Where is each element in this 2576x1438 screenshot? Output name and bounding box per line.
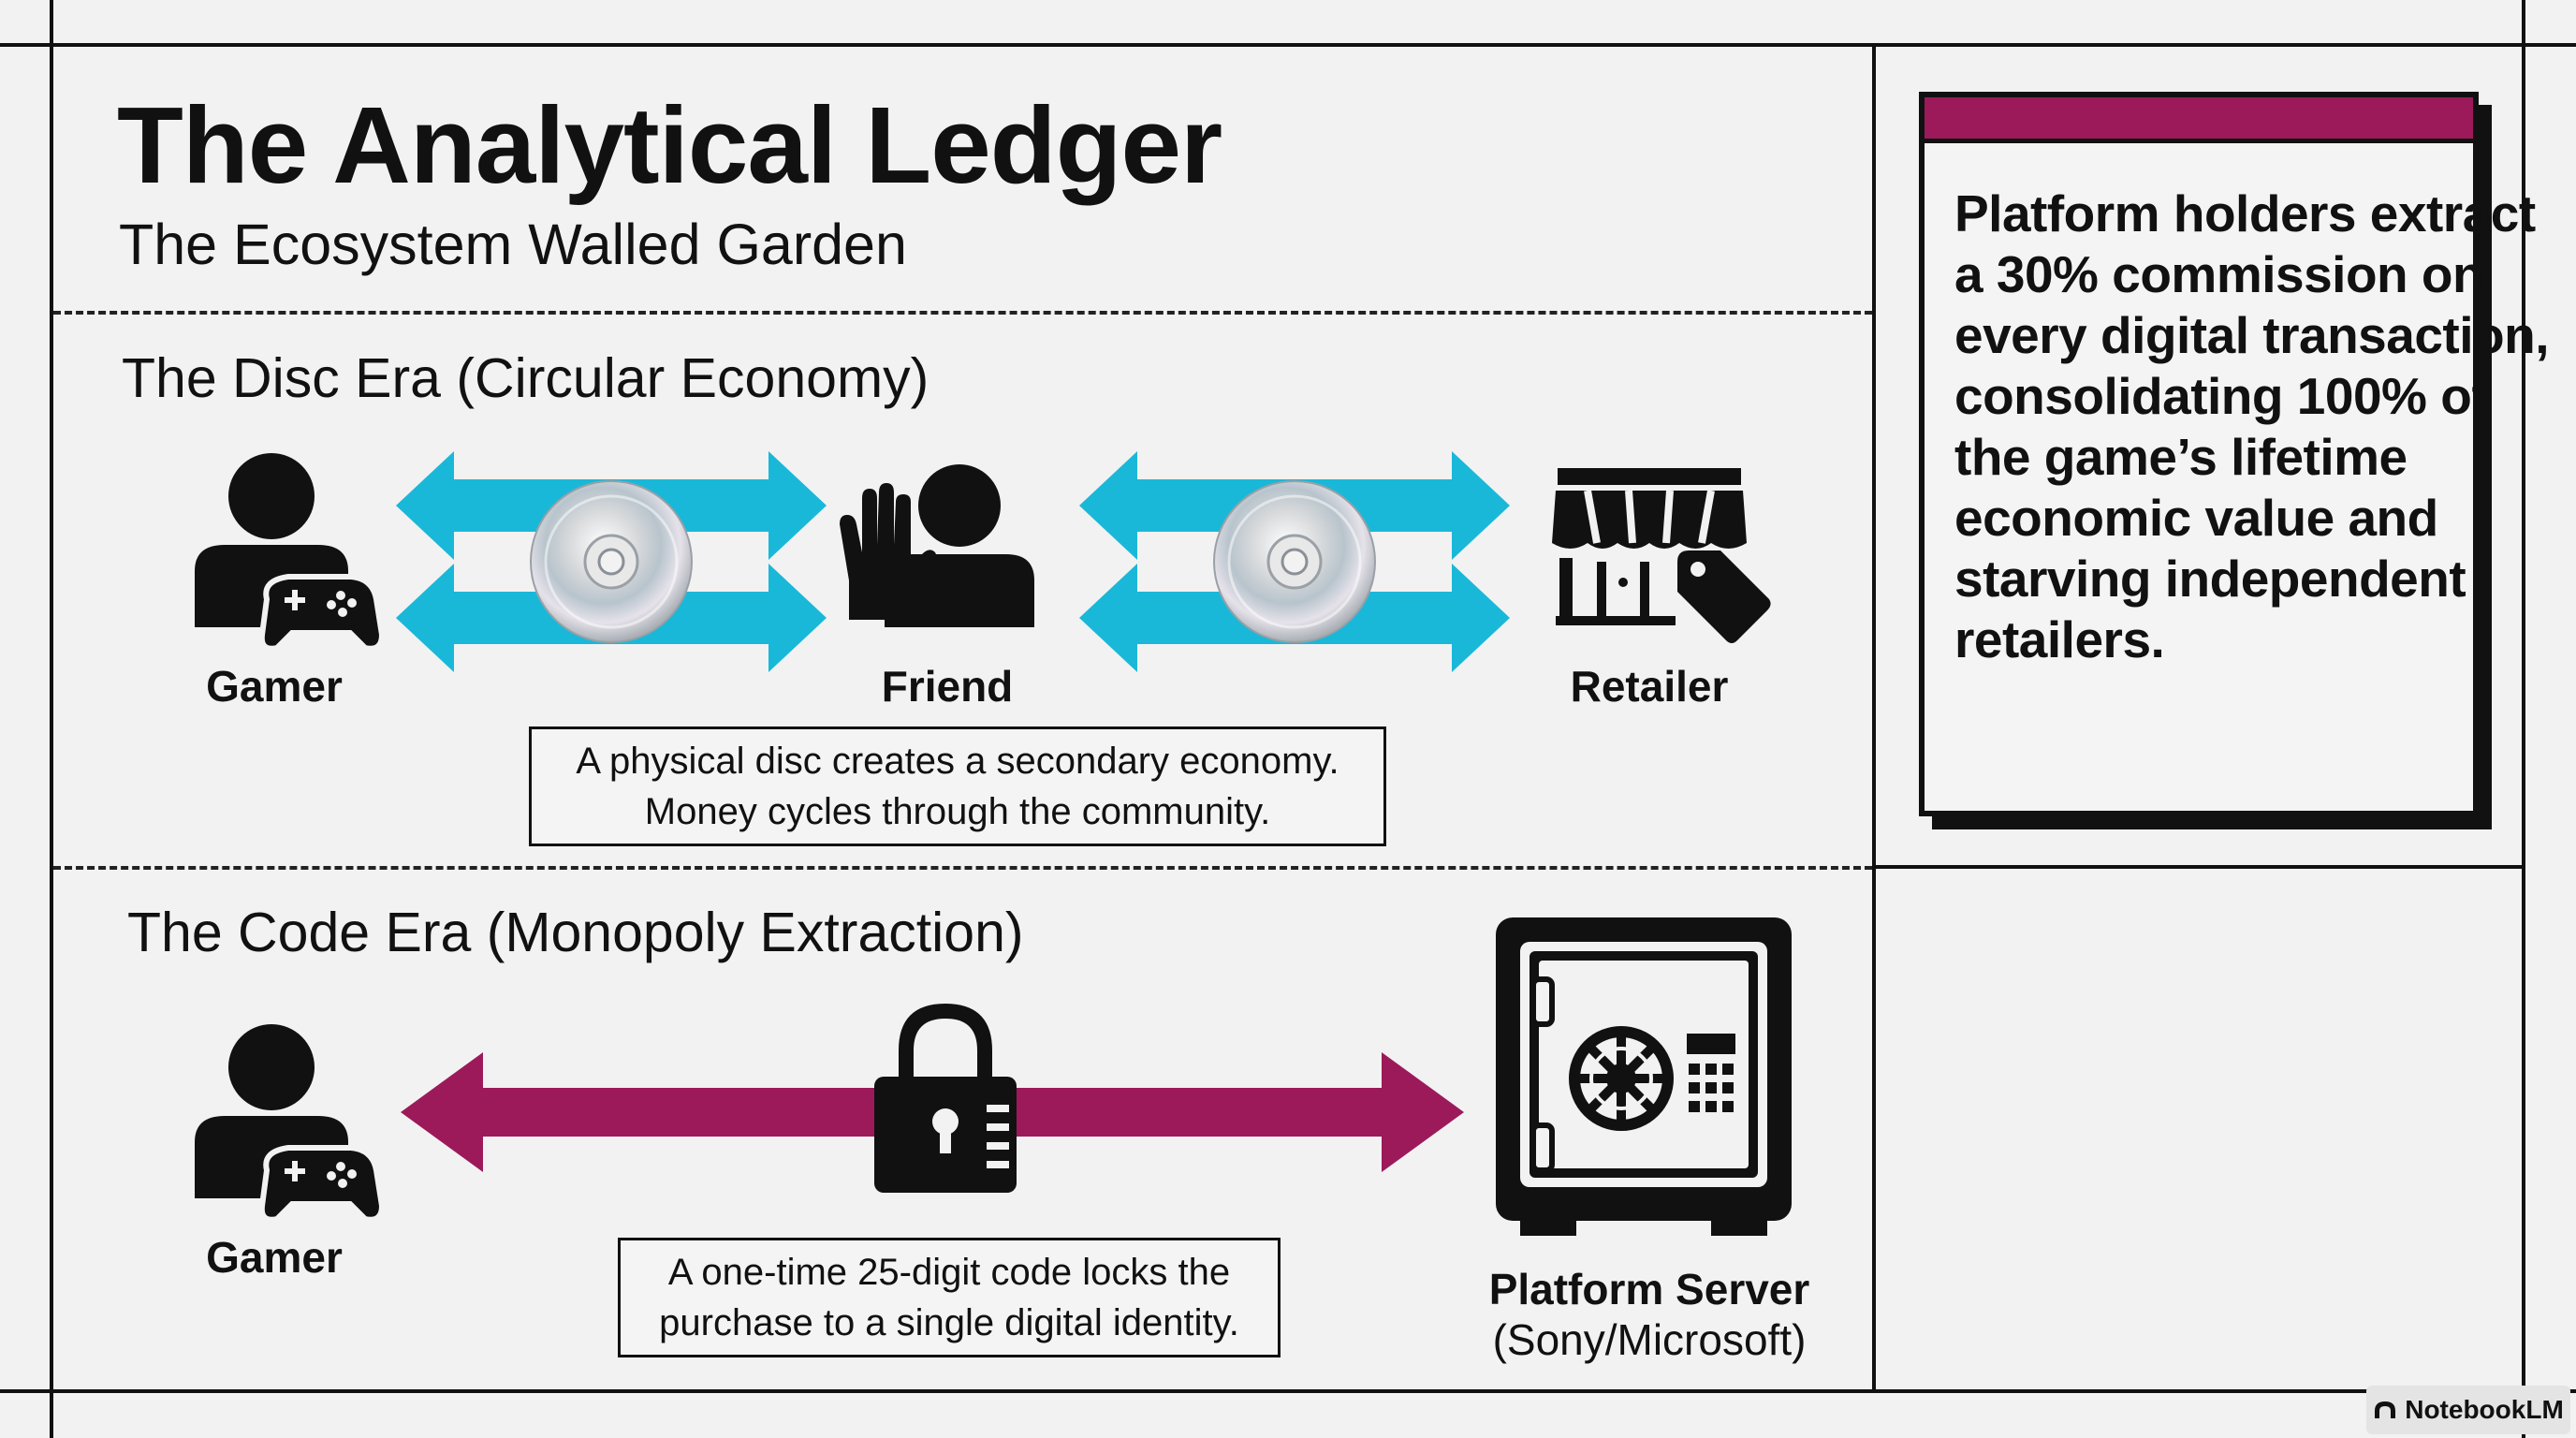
- code-era-diagram: [0, 917, 1792, 1236]
- frame-left-line: [50, 0, 53, 1438]
- cd-disc-icon: [529, 479, 694, 644]
- disc-friend-label: Friend: [881, 662, 1014, 711]
- disc-gamer-label: Gamer: [206, 662, 343, 711]
- sidebar-divider: [1872, 865, 2525, 869]
- header-divider: [53, 311, 1872, 315]
- frame-top-line: [0, 43, 2576, 47]
- server-owner: (Sony/Microsoft): [1492, 1315, 1807, 1364]
- badge-label: NotebookLM: [2405, 1395, 2564, 1424]
- column-divider: [1872, 43, 1876, 1391]
- page-title: The Analytical Ledger: [117, 84, 1222, 206]
- store-tag-icon: [1552, 468, 1771, 643]
- notebooklm-logo-icon: [2375, 1401, 2396, 1418]
- padlock-icon: [874, 1004, 1017, 1193]
- frame-right-line: [2522, 0, 2525, 1438]
- notebooklm-badge: NotebookLM: [2366, 1386, 2570, 1434]
- callout-accent-bar: [1925, 97, 2473, 143]
- page-subtitle: The Ecosystem Walled Garden: [119, 213, 907, 276]
- disc-era-heading: The Disc Era (Circular Economy): [122, 347, 929, 409]
- commission-callout: Platform holders extract a 30% commissio…: [1919, 92, 2550, 816]
- code-era-caption: A one-time 25-digit code locks the purch…: [618, 1238, 1281, 1357]
- safe-vault-icon: [1496, 917, 1792, 1236]
- gamer-icon: [195, 1024, 382, 1220]
- code-era-heading: The Code Era (Monopoly Extraction): [127, 902, 1024, 963]
- gamer-icon: [195, 453, 382, 649]
- disc-era-caption: A physical disc creates a secondary econ…: [529, 726, 1386, 846]
- cd-disc-icon: [1212, 479, 1377, 644]
- section-divider: [53, 866, 1872, 870]
- code-gamer-label: Gamer: [206, 1233, 343, 1282]
- disc-retailer-label: Retailer: [1570, 662, 1729, 711]
- disc-era-diagram: [0, 0, 1771, 672]
- friend-hand-icon: [840, 464, 1034, 627]
- frame-bottom-line: [0, 1389, 2576, 1393]
- platform-server-label: Platform Server (Sony/Microsoft): [1489, 1264, 1810, 1365]
- callout-text: Platform holders extract a 30% commissio…: [1954, 184, 2550, 668]
- server-name: Platform Server: [1488, 1265, 1810, 1313]
